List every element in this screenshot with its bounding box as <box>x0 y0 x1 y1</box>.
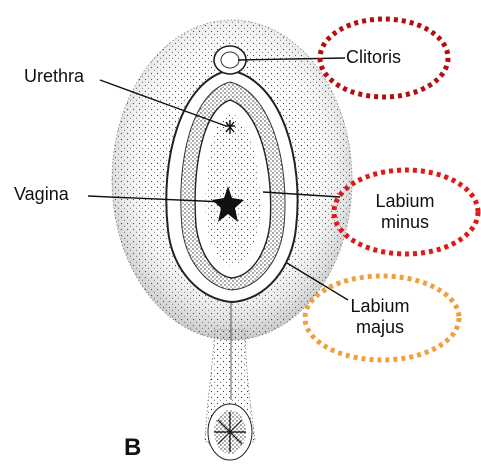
labium-majus-label-line2: majus <box>320 317 440 338</box>
urethra-label: Urethra <box>24 66 84 87</box>
panel-letter: B <box>124 434 141 462</box>
anus-shape <box>208 404 252 460</box>
labium-majus-label-line1: Labium <box>320 296 440 317</box>
vagina-label: Vagina <box>14 184 69 205</box>
labium-minus-label-line2: minus <box>345 212 465 233</box>
labium-minus-label-line1: Labium <box>345 191 465 212</box>
labium-minus-label: Labium minus <box>345 191 465 233</box>
clitoris-label: Clitoris <box>346 47 401 68</box>
labium-majus-label: Labium majus <box>320 296 440 338</box>
